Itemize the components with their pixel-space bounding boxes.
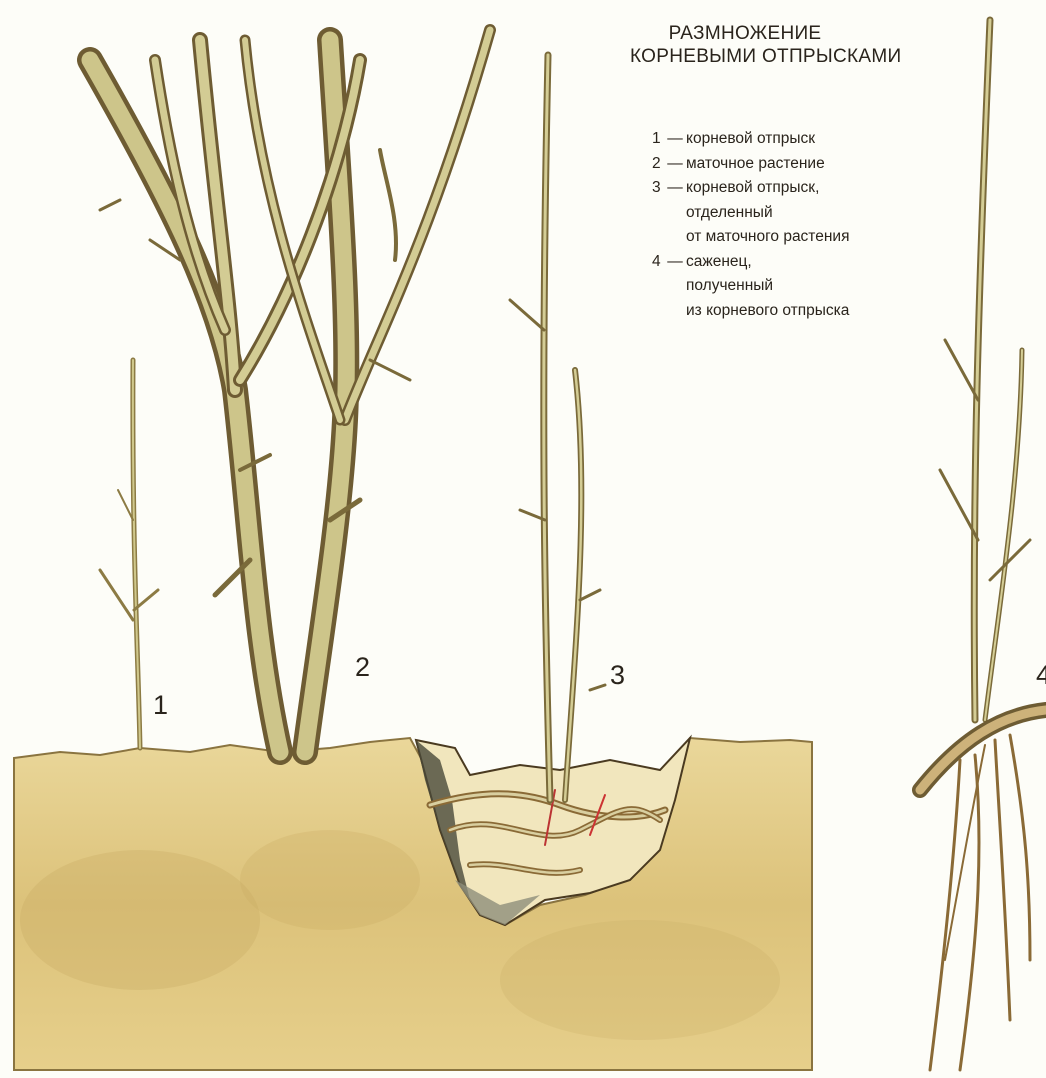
legend-number: 1 [652,127,664,152]
label-1: 1 [153,690,168,721]
legend-text: корневой отпрыск [686,127,815,152]
plant-1-root-sucker [100,360,158,748]
legend-item: 1 — корневой отпрыск [652,127,952,152]
legend-dash: — [664,127,686,152]
legend-text: из корневого отпрыска [686,299,849,324]
legend-dash: — [664,152,686,177]
legend-dash: — [664,176,686,250]
title-line-2: КОРНЕВЫМИ ОТПРЫСКАМИ [630,45,860,68]
legend-item: 4 — саженец, полученный из корневого отп… [652,250,952,324]
soil-shade [240,830,420,930]
soil-shade [500,920,780,1040]
legend-text: саженец, [686,250,849,275]
title-line-1: РАЗМНОЖЕНИЕ [630,22,860,45]
legend-number: 2 [652,152,664,177]
legend-number: 4 [652,250,664,324]
legend-item: 2 — маточное растение [652,152,952,177]
legend: 1 — корневой отпрыск 2 — маточное растен… [652,127,952,323]
legend-dash: — [664,250,686,324]
diagram-title: РАЗМНОЖЕНИЕ КОРНЕВЫМИ ОТПРЫСКАМИ [630,22,860,68]
legend-number: 3 [652,176,664,250]
legend-text: отделенный [686,201,849,226]
legend-text: маточное растение [686,152,825,177]
legend-text: от маточного растения [686,225,849,250]
label-4: 4 [1036,660,1046,691]
legend-text: корневой отпрыск, [686,176,849,201]
plant-2-mother-bush [90,30,490,752]
plant-3-separated-sucker [510,55,605,800]
label-3: 3 [610,660,625,691]
legend-item: 3 — корневой отпрыск, отделенный от мато… [652,176,952,250]
label-2: 2 [355,652,370,683]
soil-shade [20,850,260,990]
legend-text: полученный [686,274,849,299]
